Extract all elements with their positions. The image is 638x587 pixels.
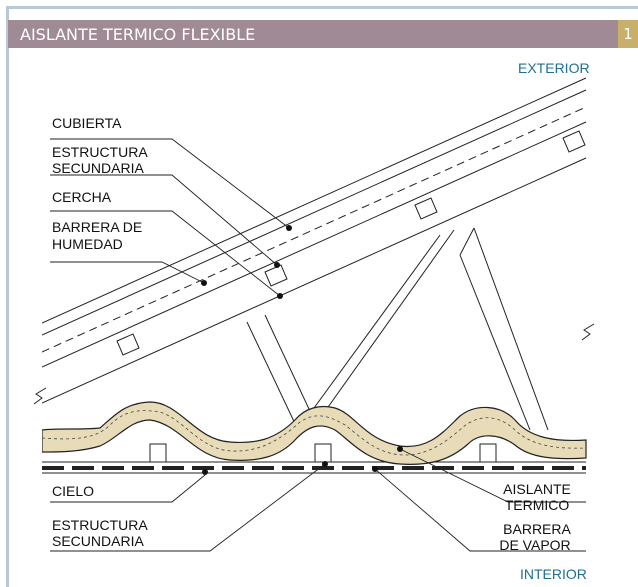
label-estructura-secundaria-bottom-1: ESTRUCTURA [52,517,148,533]
label-barrera-vapor-2: DE VAPOR [499,537,571,553]
label-barrera-vapor-1: BARRERA [503,521,571,537]
cubierta-bottom-line [42,89,587,336]
label-estructura-secundaria-top-1: ESTRUCTURA [52,144,148,160]
label-aislante-termico-1: AISLANTE [503,481,571,497]
diagram-frame [6,6,638,587]
cercha-bottom-line [42,157,587,404]
label-barrera-humedad-2: HUMEDAD [52,236,123,252]
barrera-humedad-line [42,106,587,353]
purlins-bottom [149,443,497,463]
truss-webs [246,227,549,431]
cubierta-top-line [42,77,587,324]
page-number: 1 [618,20,638,48]
title-bar [8,20,618,48]
label-cielo: CIELO [52,483,95,499]
label-cubierta: CUBIERTA [52,115,122,131]
leader-lines [50,138,586,552]
leader-dots [201,225,403,475]
break-symbols [33,323,595,405]
page-title: AISLANTE TERMICO FLEXIBLE [20,25,256,44]
label-aislante-termico-2: TERMICO [504,497,570,513]
label-estructura-secundaria-bottom-2: SECUNDARIA [52,533,144,549]
label-barrera-humedad-1: BARRERA DE [52,219,143,235]
purlins-top [116,130,586,356]
label-estructura-secundaria-top-2: SECUNDARIA [52,160,144,176]
label-interior: INTERIOR [520,566,587,582]
thermal-insulation [42,401,587,465]
label-cercha: CERCHA [52,189,112,205]
label-exterior: EXTERIOR [518,60,590,76]
cercha-top-line [42,121,587,368]
